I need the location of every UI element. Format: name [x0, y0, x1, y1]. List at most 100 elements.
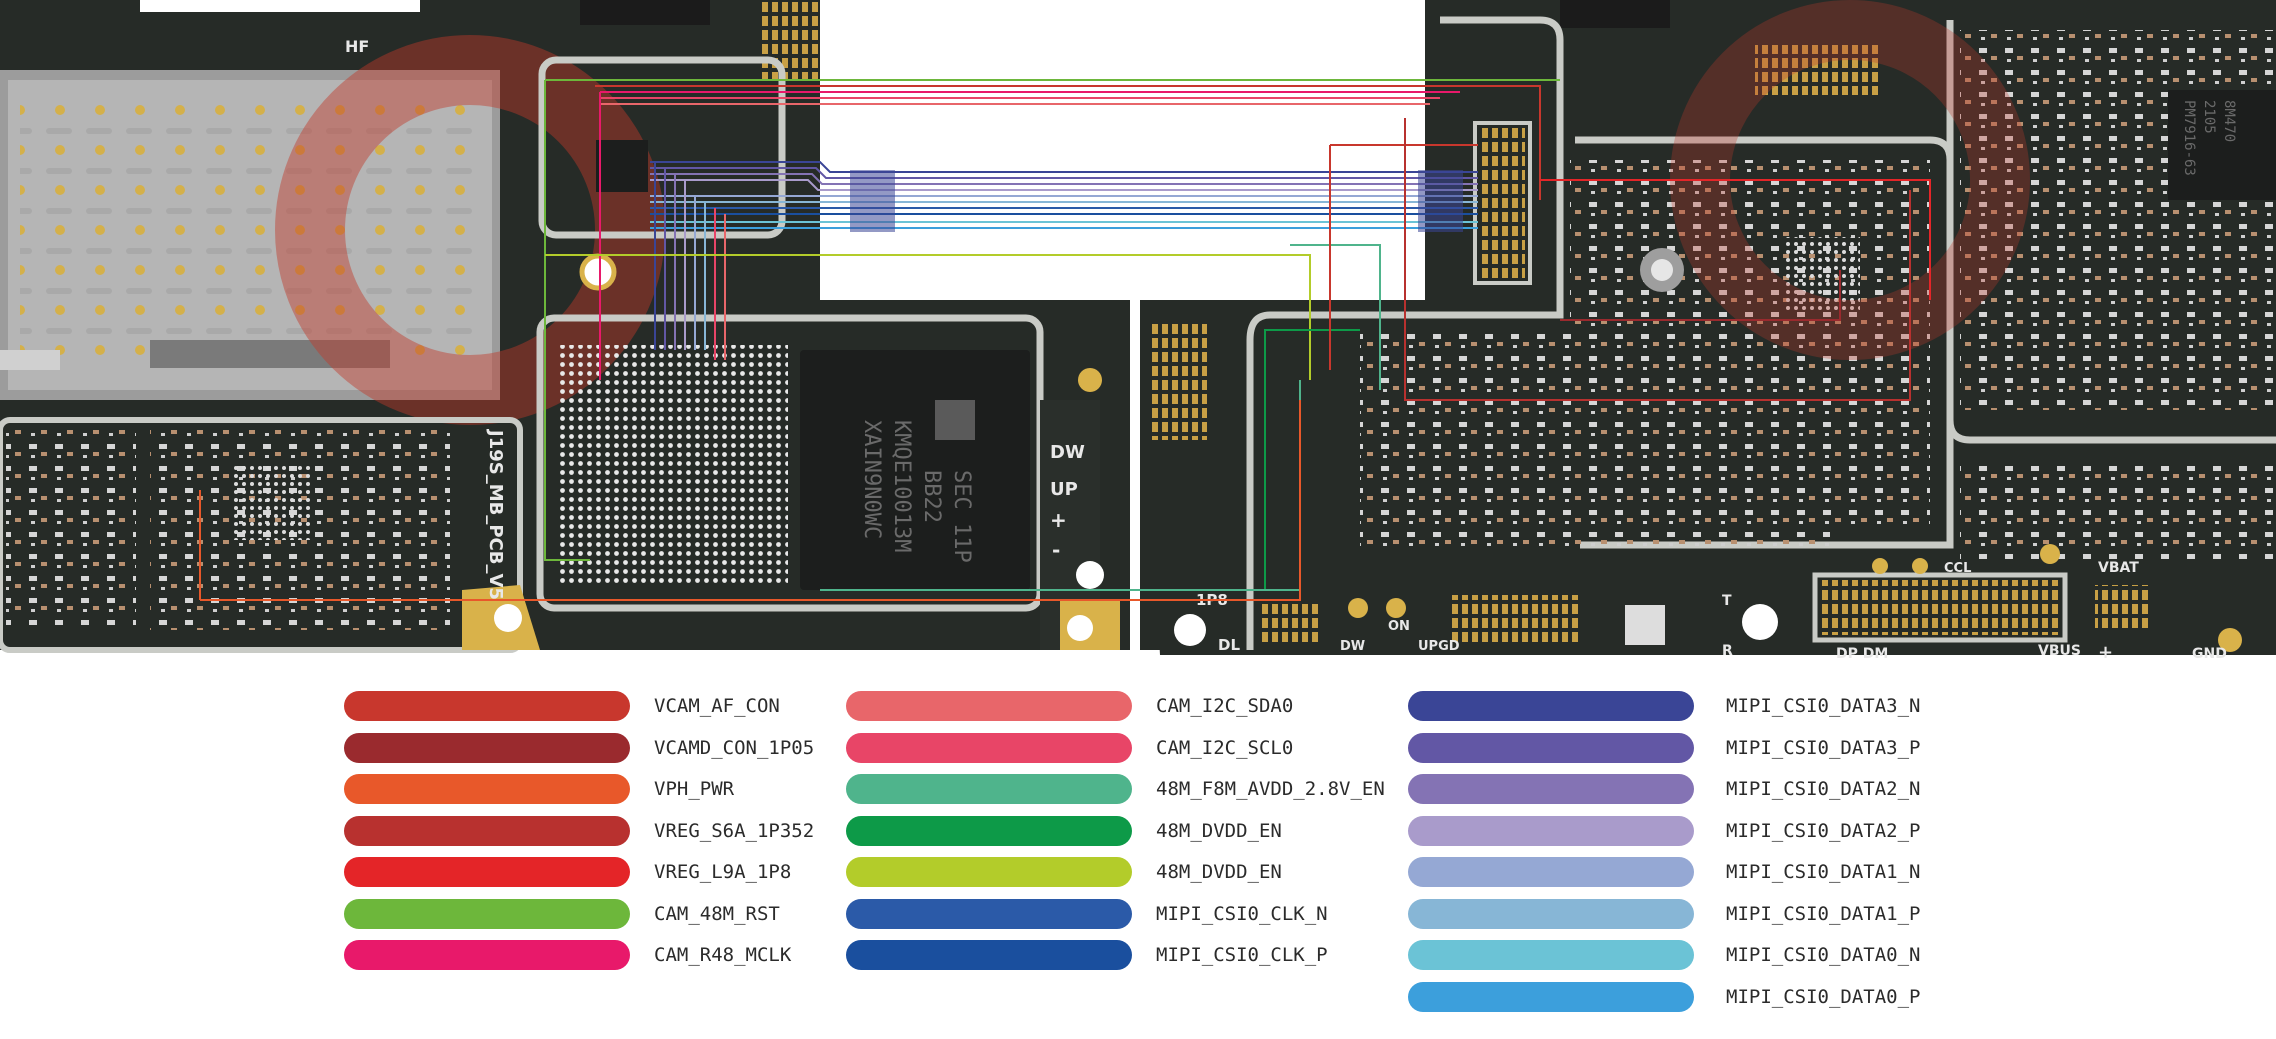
legend-swatch	[846, 691, 1132, 721]
legend-label: VPH_PWR	[654, 778, 735, 800]
legend-swatch	[846, 857, 1132, 887]
legend-swatch	[846, 816, 1132, 846]
svg-text:+: +	[1050, 508, 1067, 532]
legend-swatch	[846, 899, 1132, 929]
svg-text:T: T	[1722, 593, 1732, 609]
svg-text:+: +	[2098, 642, 2113, 663]
legend-swatch	[1408, 816, 1694, 846]
legend-swatch	[1408, 857, 1694, 887]
legend-label: MIPI_CSI0_CLK_P	[1156, 944, 1328, 966]
legend-label: VREG_S6A_1P352	[654, 820, 815, 842]
legend-item: 48M_DVDD_EN	[846, 816, 1466, 846]
legend-item: VREG_L9A_1P8	[344, 857, 964, 887]
legend-item: VREG_S6A_1P352	[344, 816, 964, 846]
legend-swatch	[344, 733, 630, 763]
pmic-chip: 2105 PM7916-63 8M470	[2168, 90, 2276, 200]
legend-item: VPH_PWR	[344, 774, 964, 804]
legend-item: MIPI_CSI0_CLK_N	[846, 899, 1466, 929]
svg-text:ON: ON	[1388, 619, 1410, 634]
legend-label: MIPI_CSI0_DATA3_N	[1726, 695, 1921, 717]
legend-label: 48M_F8M_AVDD_2.8V_EN	[1156, 778, 1385, 800]
svg-text:CCL: CCL	[1944, 561, 1971, 576]
legend-item: CAM_R48_MCLK	[344, 940, 964, 970]
legend-swatch	[1408, 733, 1694, 763]
legend-swatch	[1408, 940, 1694, 970]
legend-item: VCAM_AF_CON	[344, 691, 964, 721]
legend-swatch	[344, 857, 630, 887]
pcb-board-photo: SEC 11P BB22 KMQE10013M XAIN9N0WC J19S_M…	[0, 0, 2276, 665]
legend-label: 48M_DVDD_EN	[1156, 820, 1282, 842]
legend-item: CAM_I2C_SDA0	[846, 691, 1466, 721]
svg-text:DL: DL	[1218, 636, 1240, 654]
legend-label: MIPI_CSI0_DATA1_P	[1726, 903, 1921, 925]
pcb-diagram: SEC 11P BB22 KMQE10013M XAIN9N0WC J19S_M…	[0, 0, 2276, 665]
svg-text:PM7916-63: PM7916-63	[2181, 100, 2197, 176]
signal-traces	[199, 79, 1931, 601]
legend-item: MIPI_CSI0_DATA1_P	[1408, 899, 2028, 929]
legend-swatch	[1408, 982, 1694, 1012]
svg-text:GND: GND	[2192, 646, 2227, 662]
legend-label: MIPI_CSI0_DATA0_P	[1726, 986, 1921, 1008]
legend-swatch	[846, 774, 1132, 804]
legend-label: MIPI_CSI0_DATA0_N	[1726, 944, 1921, 966]
legend-item: MIPI_CSI0_DATA1_N	[1408, 857, 2028, 887]
legend-item: MIPI_CSI0_DATA3_N	[1408, 691, 2028, 721]
legend-item: MIPI_CSI0_DATA0_N	[1408, 940, 2028, 970]
legend-item: MIPI_CSI0_DATA0_P	[1408, 982, 2028, 1012]
legend-label: MIPI_CSI0_CLK_N	[1156, 903, 1328, 925]
svg-text:VBUS: VBUS	[2038, 643, 2081, 659]
legend-label: VREG_L9A_1P8	[654, 861, 792, 883]
legend-swatch	[344, 899, 630, 929]
legend-item: MIPI_CSI0_CLK_P	[846, 940, 1466, 970]
legend-swatch	[1408, 899, 1694, 929]
watermark-ring	[275, 35, 665, 425]
legend-swatch	[344, 691, 630, 721]
legend-label: CAM_I2C_SDA0	[1156, 695, 1294, 717]
legend-item: 48M_F8M_AVDD_2.8V_EN	[846, 774, 1466, 804]
legend-swatch	[1408, 691, 1694, 721]
svg-text:DW: DW	[1050, 442, 1085, 463]
svg-text:8M470: 8M470	[2221, 100, 2237, 142]
svg-text:XAIN9N0WC: XAIN9N0WC	[859, 420, 884, 539]
legend-label: CAM_I2C_SCL0	[1156, 737, 1294, 759]
legend-label: MIPI_CSI0_DATA2_N	[1726, 778, 1921, 800]
svg-text:HF: HF	[345, 37, 369, 56]
svg-text:UPGD: UPGD	[1418, 639, 1460, 654]
legend-label: 48M_DVDD_EN	[1156, 861, 1282, 883]
svg-text:UP: UP	[1050, 479, 1078, 500]
emmc-chip: SEC 11P BB22 KMQE10013M XAIN9N0WC	[800, 350, 1030, 590]
legend-item: VCAMD_CON_1P05	[344, 733, 964, 763]
legend-swatch	[344, 774, 630, 804]
legend-item: MIPI_CSI0_DATA3_P	[1408, 733, 2028, 763]
svg-text:-: -	[1052, 538, 1060, 562]
svg-text:DW: DW	[1340, 639, 1365, 654]
camera-connector	[1480, 128, 1525, 278]
legend-label: MIPI_CSI0_DATA3_P	[1726, 737, 1921, 759]
sim-card-slot	[0, 70, 500, 400]
soc-bga	[556, 345, 788, 585]
svg-text:KMQE10013M: KMQE10013M	[889, 420, 914, 552]
legend-label: MIPI_CSI0_DATA1_N	[1726, 861, 1921, 883]
legend-swatch	[846, 733, 1132, 763]
svg-text:SEC 11P: SEC 11P	[949, 470, 974, 563]
legend-label: VCAM_AF_CON	[654, 695, 780, 717]
svg-text:2105: 2105	[2201, 100, 2217, 134]
svg-text:DP DM: DP DM	[1836, 646, 1888, 662]
svg-text:BB22: BB22	[919, 470, 944, 523]
legend-item: MIPI_CSI0_DATA2_N	[1408, 774, 2028, 804]
connector-top-left	[760, 0, 820, 80]
legend-swatch	[344, 940, 630, 970]
legend-swatch	[1408, 774, 1694, 804]
svg-text:J19S_MB_PCB_V5: J19S_MB_PCB_V5	[485, 428, 506, 600]
legend-label: VCAMD_CON_1P05	[654, 737, 815, 759]
legend-item: MIPI_CSI0_DATA2_P	[1408, 816, 2028, 846]
legend-swatch	[344, 816, 630, 846]
legend-swatch	[846, 940, 1132, 970]
legend-label: CAM_R48_MCLK	[654, 944, 792, 966]
legend-item: CAM_I2C_SCL0	[846, 733, 1466, 763]
svg-text:R: R	[1722, 643, 1733, 659]
legend-item: CAM_48M_RST	[344, 899, 964, 929]
legend-label: CAM_48M_RST	[654, 903, 780, 925]
legend-item: 48M_DVDD_EN	[846, 857, 1466, 887]
